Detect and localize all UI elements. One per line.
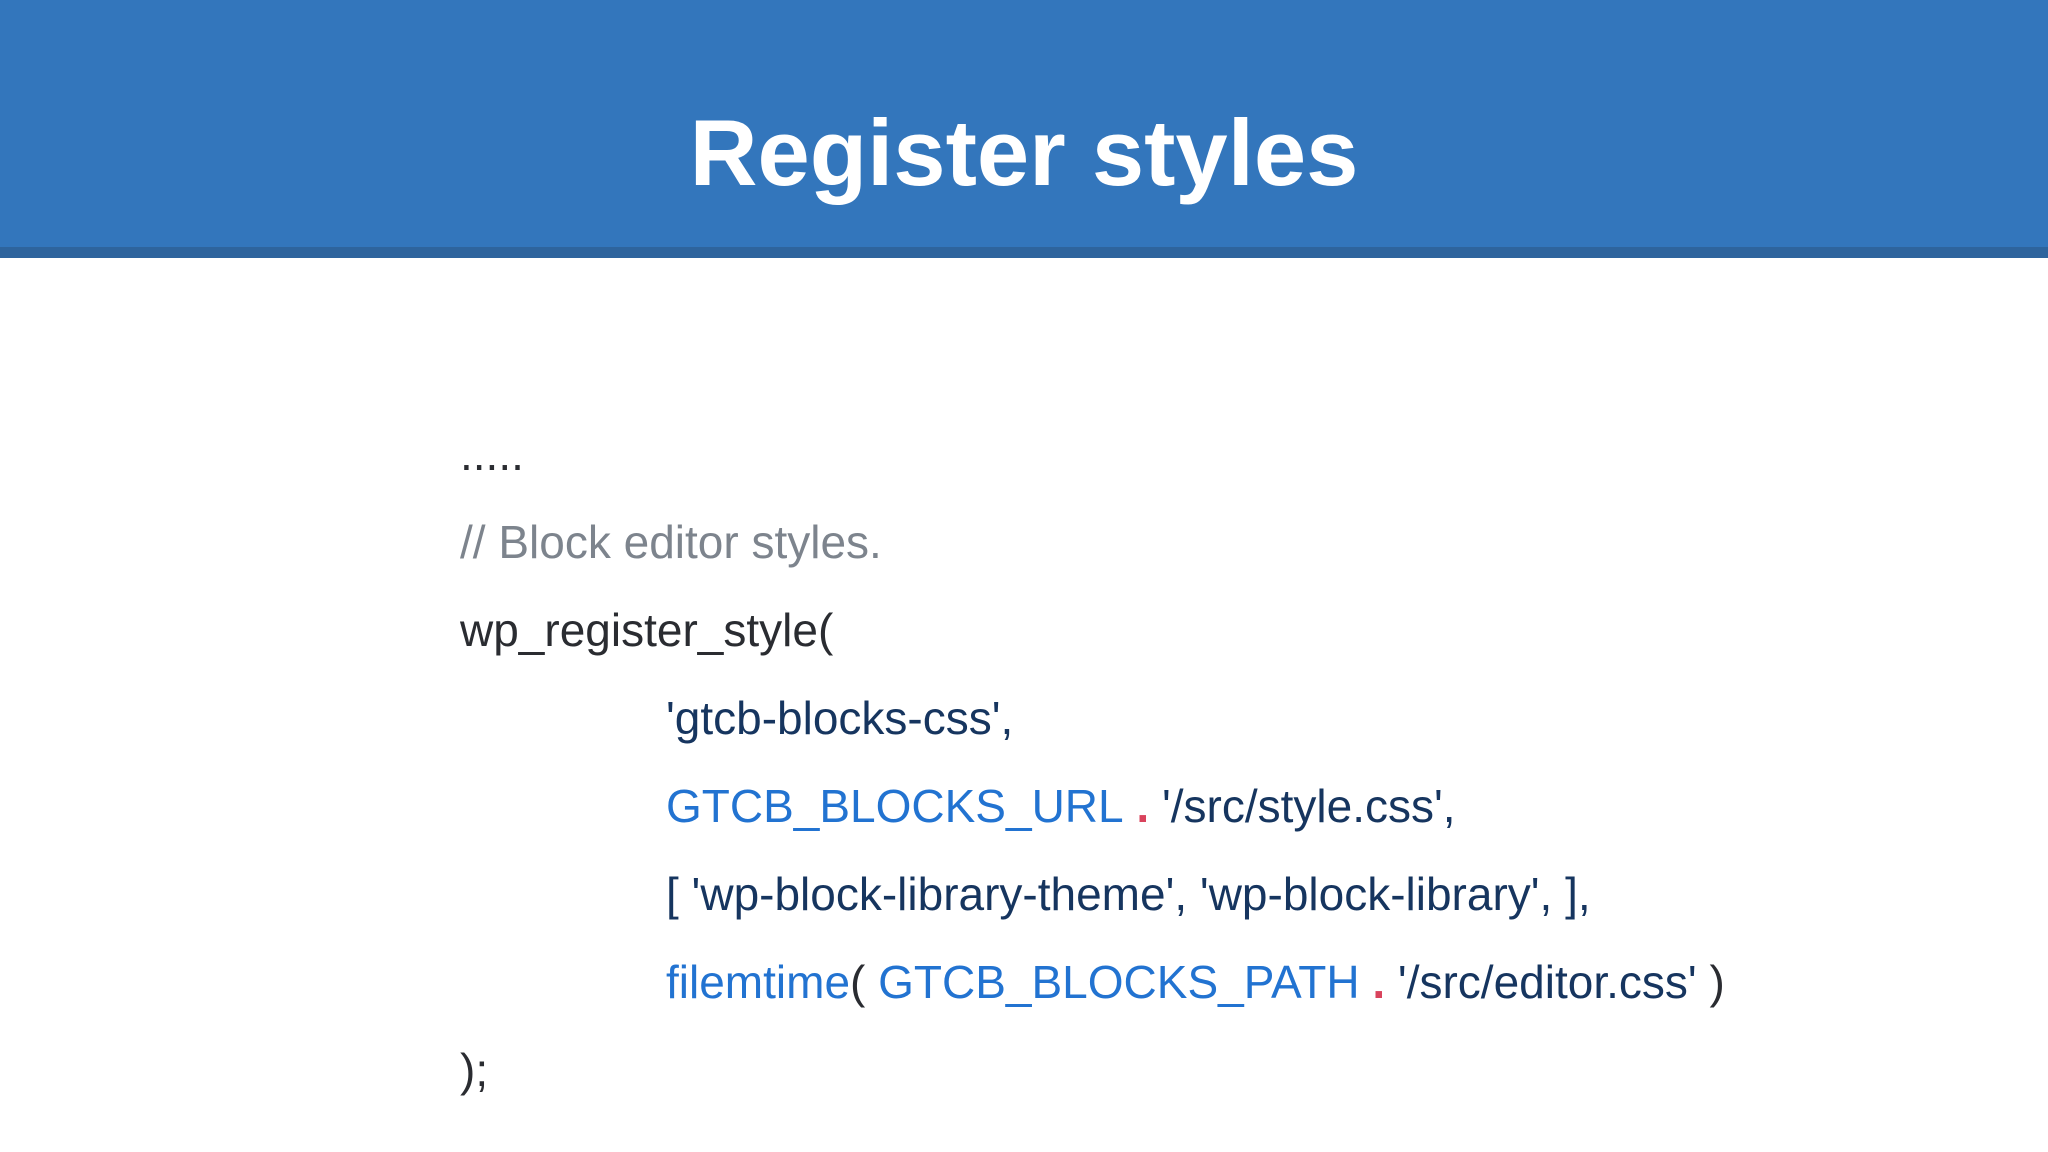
code-segment-plain: ) bbox=[1696, 956, 1725, 1008]
code-segment-plain: ( bbox=[850, 956, 879, 1008]
code-segment-plain: ..... bbox=[460, 428, 524, 480]
code-segment-comment: // Block editor styles. bbox=[460, 516, 882, 568]
slide-header: Register styles bbox=[0, 0, 2048, 258]
code-segment-operator: . bbox=[1123, 780, 1162, 832]
code-line: GTCB_BLOCKS_URL . '/src/style.css', bbox=[460, 762, 1725, 850]
code-segment-string: [ 'wp-block-library-theme', 'wp-block-li… bbox=[666, 868, 1591, 920]
code-line: ); bbox=[460, 1026, 1725, 1114]
code-segment-plain: wp_register_style( bbox=[460, 604, 834, 656]
code-segment-operator: . bbox=[1359, 956, 1398, 1008]
code-line: ..... bbox=[460, 410, 1725, 498]
code-segment-string: '/src/style.css', bbox=[1161, 780, 1456, 832]
code-segment-identifier: GTCB_BLOCKS_PATH bbox=[878, 956, 1360, 1008]
code-segment-string: 'gtcb-blocks-css', bbox=[666, 692, 1014, 744]
code-segment-identifier: GTCB_BLOCKS_URL bbox=[666, 780, 1124, 832]
code-line: wp_register_style( bbox=[460, 586, 1725, 674]
code-segment-string: '/src/editor.css' bbox=[1397, 956, 1697, 1008]
code-line: 'gtcb-blocks-css', bbox=[460, 674, 1725, 762]
code-segment-identifier: filemtime bbox=[666, 956, 851, 1008]
code-segment-plain: ); bbox=[460, 1044, 489, 1096]
code-block: ..... // Block editor styles. wp_register_… bbox=[460, 410, 1725, 1114]
code-line: filemtime( GTCB_BLOCKS_PATH . '/src/edit… bbox=[460, 938, 1725, 1026]
page-title: Register styles bbox=[689, 99, 1359, 205]
code-line: // Block editor styles. bbox=[460, 498, 1725, 586]
code-line: [ 'wp-block-library-theme', 'wp-block-li… bbox=[460, 850, 1725, 938]
